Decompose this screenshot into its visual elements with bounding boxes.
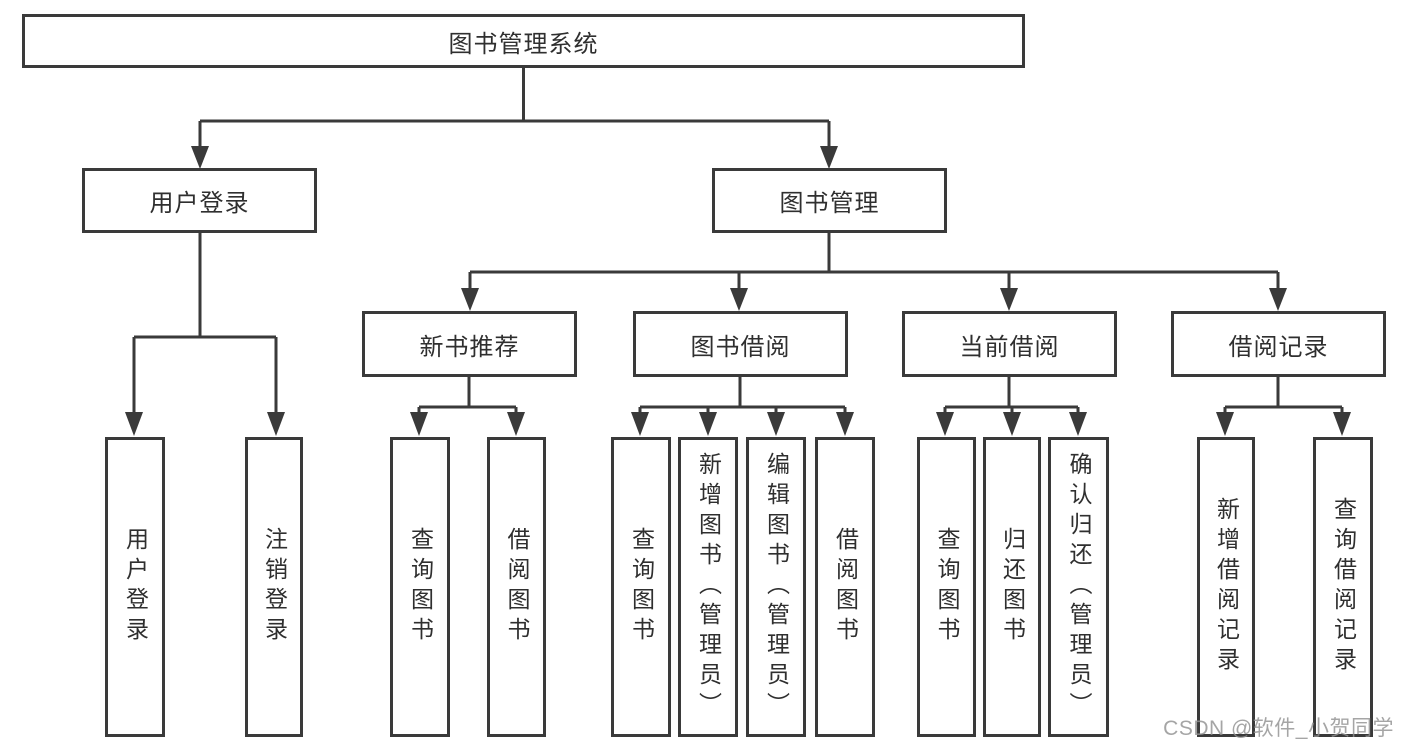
node-current-borrow-label: 当前借阅 <box>959 333 1060 361</box>
node-book-borrow-label: 图书借阅 <box>690 333 791 361</box>
node-leaf-add-book-admin: 新增图书（管理员） <box>678 437 738 737</box>
node-leaf-query-books-recommend-label: 查询图书 <box>407 527 434 647</box>
node-leaf-query-books-borrow-label: 查询图书 <box>628 527 655 647</box>
node-library-system: 图书管理系统 <box>22 14 1025 68</box>
node-leaf-confirm-return-admin-label: 确认归还（管理员） <box>1066 452 1092 722</box>
node-current-borrow: 当前借阅 <box>902 311 1117 377</box>
node-library-system-label: 图书管理系统 <box>448 30 599 58</box>
node-leaf-borrow-books: 借阅图书 <box>815 437 875 737</box>
node-leaf-logout: 注销登录 <box>245 437 303 737</box>
node-leaf-query-borrow-record: 查询借阅记录 <box>1313 437 1373 737</box>
node-leaf-query-books-current: 查询图书 <box>917 437 976 737</box>
node-user-login: 用户登录 <box>82 168 317 233</box>
node-borrow-records-label: 借阅记录 <box>1228 333 1329 361</box>
node-leaf-borrow-books-recommend: 借阅图书 <box>487 437 546 737</box>
node-leaf-logout-label: 注销登录 <box>261 527 288 647</box>
node-leaf-query-books-borrow: 查询图书 <box>611 437 671 737</box>
node-new-book-recommend: 新书推荐 <box>362 311 577 377</box>
node-leaf-add-borrow-record-label: 新增借阅记录 <box>1213 497 1240 677</box>
node-leaf-borrow-books-recommend-label: 借阅图书 <box>504 527 530 647</box>
node-book-borrow: 图书借阅 <box>633 311 848 377</box>
node-leaf-add-borrow-record: 新增借阅记录 <box>1197 437 1255 737</box>
node-user-login-label: 用户登录 <box>149 190 250 217</box>
node-leaf-edit-book-admin-label: 编辑图书（管理员） <box>763 452 790 722</box>
node-leaf-edit-book-admin: 编辑图书（管理员） <box>746 437 806 737</box>
node-leaf-user-login-label: 用户登录 <box>122 527 149 647</box>
node-leaf-query-books-current-label: 查询图书 <box>934 527 960 647</box>
node-leaf-add-book-admin-label: 新增图书（管理员） <box>695 452 722 722</box>
node-leaf-confirm-return-admin: 确认归还（管理员） <box>1048 437 1109 737</box>
node-new-book-recommend-label: 新书推荐 <box>419 333 520 361</box>
node-book-management-label: 图书管理 <box>779 190 880 217</box>
node-leaf-user-login: 用户登录 <box>105 437 165 737</box>
node-leaf-query-books-recommend: 查询图书 <box>390 437 450 737</box>
node-leaf-return-books-label: 归还图书 <box>999 527 1026 647</box>
node-book-management: 图书管理 <box>712 168 947 233</box>
node-leaf-borrow-books-label: 借阅图书 <box>832 527 859 647</box>
node-leaf-return-books: 归还图书 <box>983 437 1041 737</box>
watermark: CSDN @软件_小贺同学 <box>1163 717 1394 740</box>
node-borrow-records: 借阅记录 <box>1171 311 1386 377</box>
node-leaf-query-borrow-record-label: 查询借阅记录 <box>1330 497 1357 677</box>
